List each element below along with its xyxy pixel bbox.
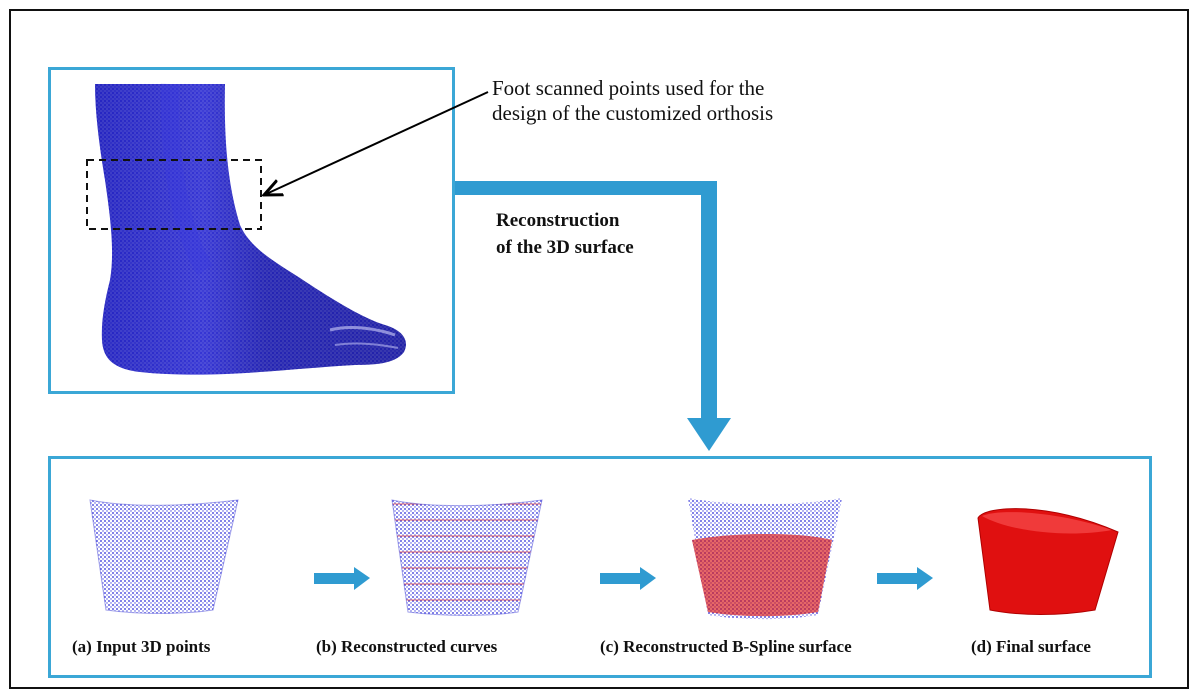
step-arrow-2 [600,567,656,590]
input-points-image [89,499,239,614]
caption-final-surface: (d) Final surface [971,637,1091,656]
final-surface-image [977,508,1119,615]
connector-arrow [455,181,731,451]
callout-arrow [264,91,489,195]
reconstruction-steps-panel [48,456,1152,678]
step-arrow-1 [314,567,370,590]
bspline-surface-image [688,498,842,620]
reconstruction-label: Reconstruction of the 3D surface [496,207,756,261]
caption-input-points: (a) Input 3D points [72,637,211,656]
foot-scan-image [95,83,406,375]
reconstruction-label-line-2: of the 3D surface [496,237,634,258]
callout-line-1: Foot scanned points used for the [492,76,765,100]
foot-scan-callout: Foot scanned points used for the design … [492,76,892,126]
caption-reconstructed-curves: (b) Reconstructed curves [316,637,498,656]
figure-frame [9,9,1189,689]
caption-bspline-surface: (c) Reconstructed B-Spline surface [600,637,852,656]
step-arrow-3 [877,567,933,590]
reconstruction-label-line-1: Reconstruction [496,210,620,231]
callout-line-2: design of the customized orthosis [492,101,774,125]
reconstructed-curves-image [391,499,543,616]
